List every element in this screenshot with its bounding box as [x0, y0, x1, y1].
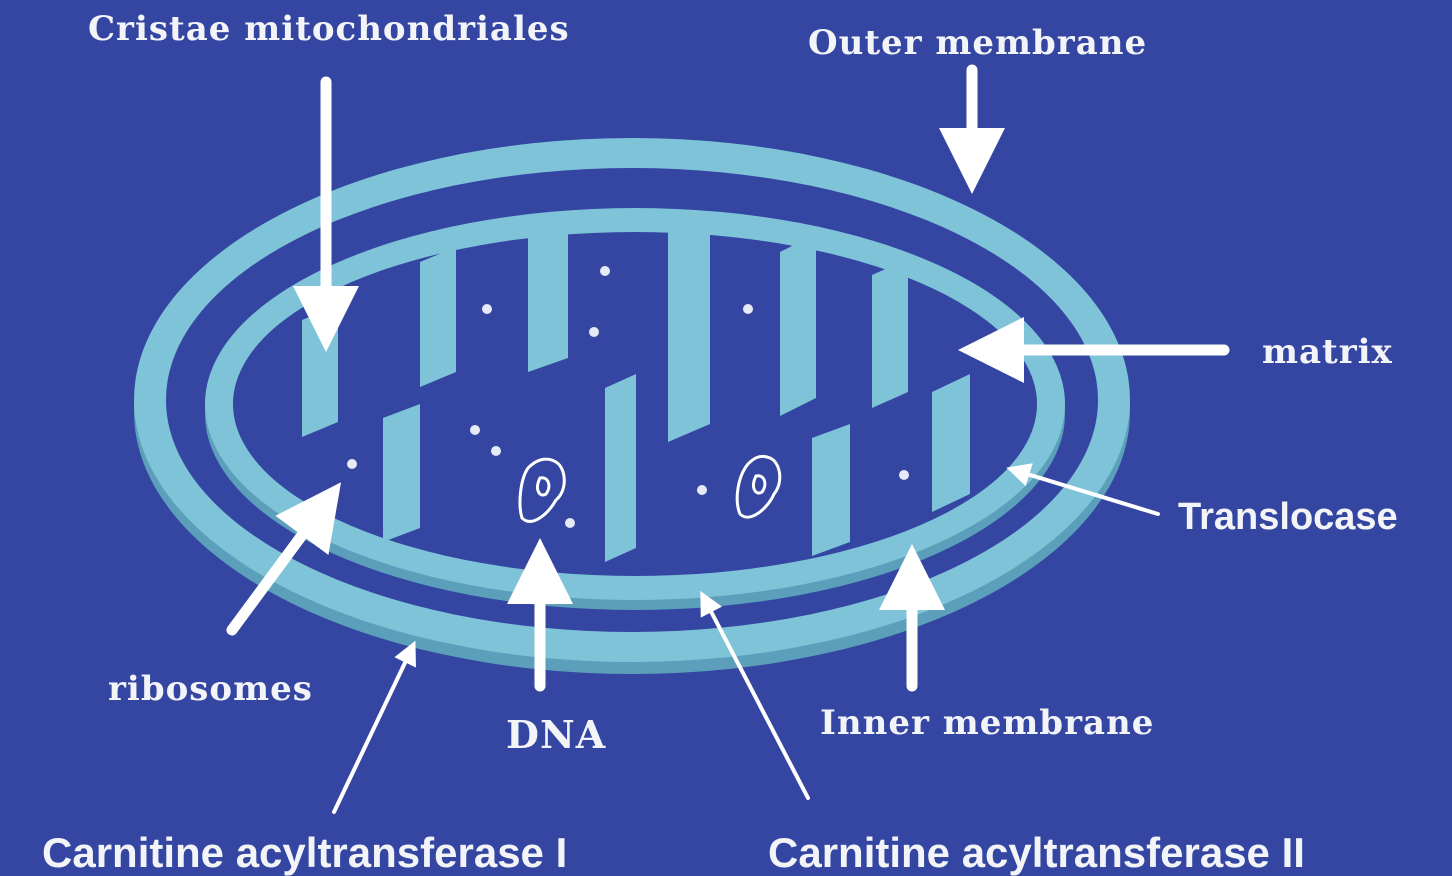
ribosome — [482, 304, 492, 314]
ribosome — [491, 446, 501, 456]
ribosome — [600, 266, 610, 276]
crista — [420, 247, 456, 387]
ribosome — [565, 518, 575, 528]
crista — [383, 404, 420, 542]
crista — [668, 214, 710, 442]
ribosome — [743, 304, 753, 314]
crista — [812, 424, 850, 556]
matrix-label: matrix — [1262, 335, 1393, 369]
ribosome — [589, 327, 599, 337]
inner-membrane-label: Inner membrane — [820, 706, 1154, 740]
cristae-label: Cristae mitochondriales — [88, 12, 570, 46]
ribosome — [697, 485, 707, 495]
crista — [605, 374, 636, 562]
crista — [932, 374, 970, 512]
crista — [872, 259, 908, 408]
ribosome — [470, 425, 480, 435]
ribosome — [347, 459, 357, 469]
crista — [528, 214, 568, 372]
crista — [780, 234, 816, 416]
ribosomes-label: ribosomes — [108, 672, 313, 706]
cat2-label: Carnitine acyltransferase II — [768, 832, 1305, 874]
cat1-label: Carnitine acyltransferase I — [42, 832, 567, 874]
crista — [302, 305, 338, 437]
dna-label: DNA — [506, 716, 606, 754]
ribosome — [899, 470, 909, 480]
translocase-label: Translocase — [1178, 498, 1398, 536]
outer-membrane-label: Outer membrane — [808, 26, 1147, 60]
cat1-arrow — [334, 648, 412, 812]
